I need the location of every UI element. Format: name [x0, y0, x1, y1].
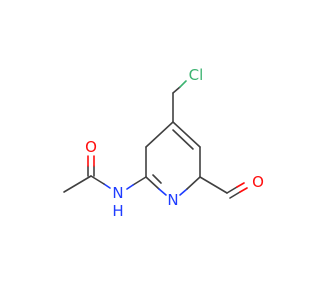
acetamide-group — [63, 155, 147, 193]
bond-ch2-cl-b — [179, 80, 187, 88]
chlorine-label: Cl — [189, 66, 204, 84]
bond-nh-cco-a — [103, 183, 111, 189]
bond-cco-ch3 — [63, 175, 92, 193]
bond-c2-n1-inner — [152, 174, 162, 184]
bond-cho-o-a1 — [226, 186, 238, 194]
nitrogen-amide-label: N — [112, 184, 123, 202]
oxygen-amide-label: O — [85, 138, 97, 156]
bond-c6-cho — [199, 176, 228, 194]
bond-ch2-cl-a — [172, 86, 181, 94]
bond-c2-n1-a — [145, 176, 160, 190]
molecule-structure: Cl O O N H N — [63, 66, 264, 220]
bond-c2-nh-a — [132, 176, 147, 186]
bond-c4-c5 — [172, 121, 201, 148]
bond-n1-c6-b — [186, 176, 201, 190]
chloromethyl-group — [172, 80, 187, 123]
bond-n1-c6-a — [179, 188, 188, 196]
bond-c2-n1-b — [158, 188, 167, 196]
bond-c4-c5-inner — [172, 129, 194, 150]
formyl-group — [199, 176, 248, 199]
bond-cho-o-b2 — [239, 187, 248, 193]
bond-cho-o-b1 — [229, 191, 241, 199]
bond-c4-c3 — [145, 121, 174, 148]
bond-cho-o-a2 — [236, 182, 245, 188]
oxygen-aldehyde-label: O — [252, 173, 264, 191]
bond-nh-cco-b — [90, 175, 105, 185]
amide-hydrogen-label: H — [112, 202, 123, 220]
pyridine-ring — [145, 121, 201, 196]
bond-c2-nh-b — [126, 184, 134, 190]
nitrogen-ring-label: N — [167, 191, 178, 209]
